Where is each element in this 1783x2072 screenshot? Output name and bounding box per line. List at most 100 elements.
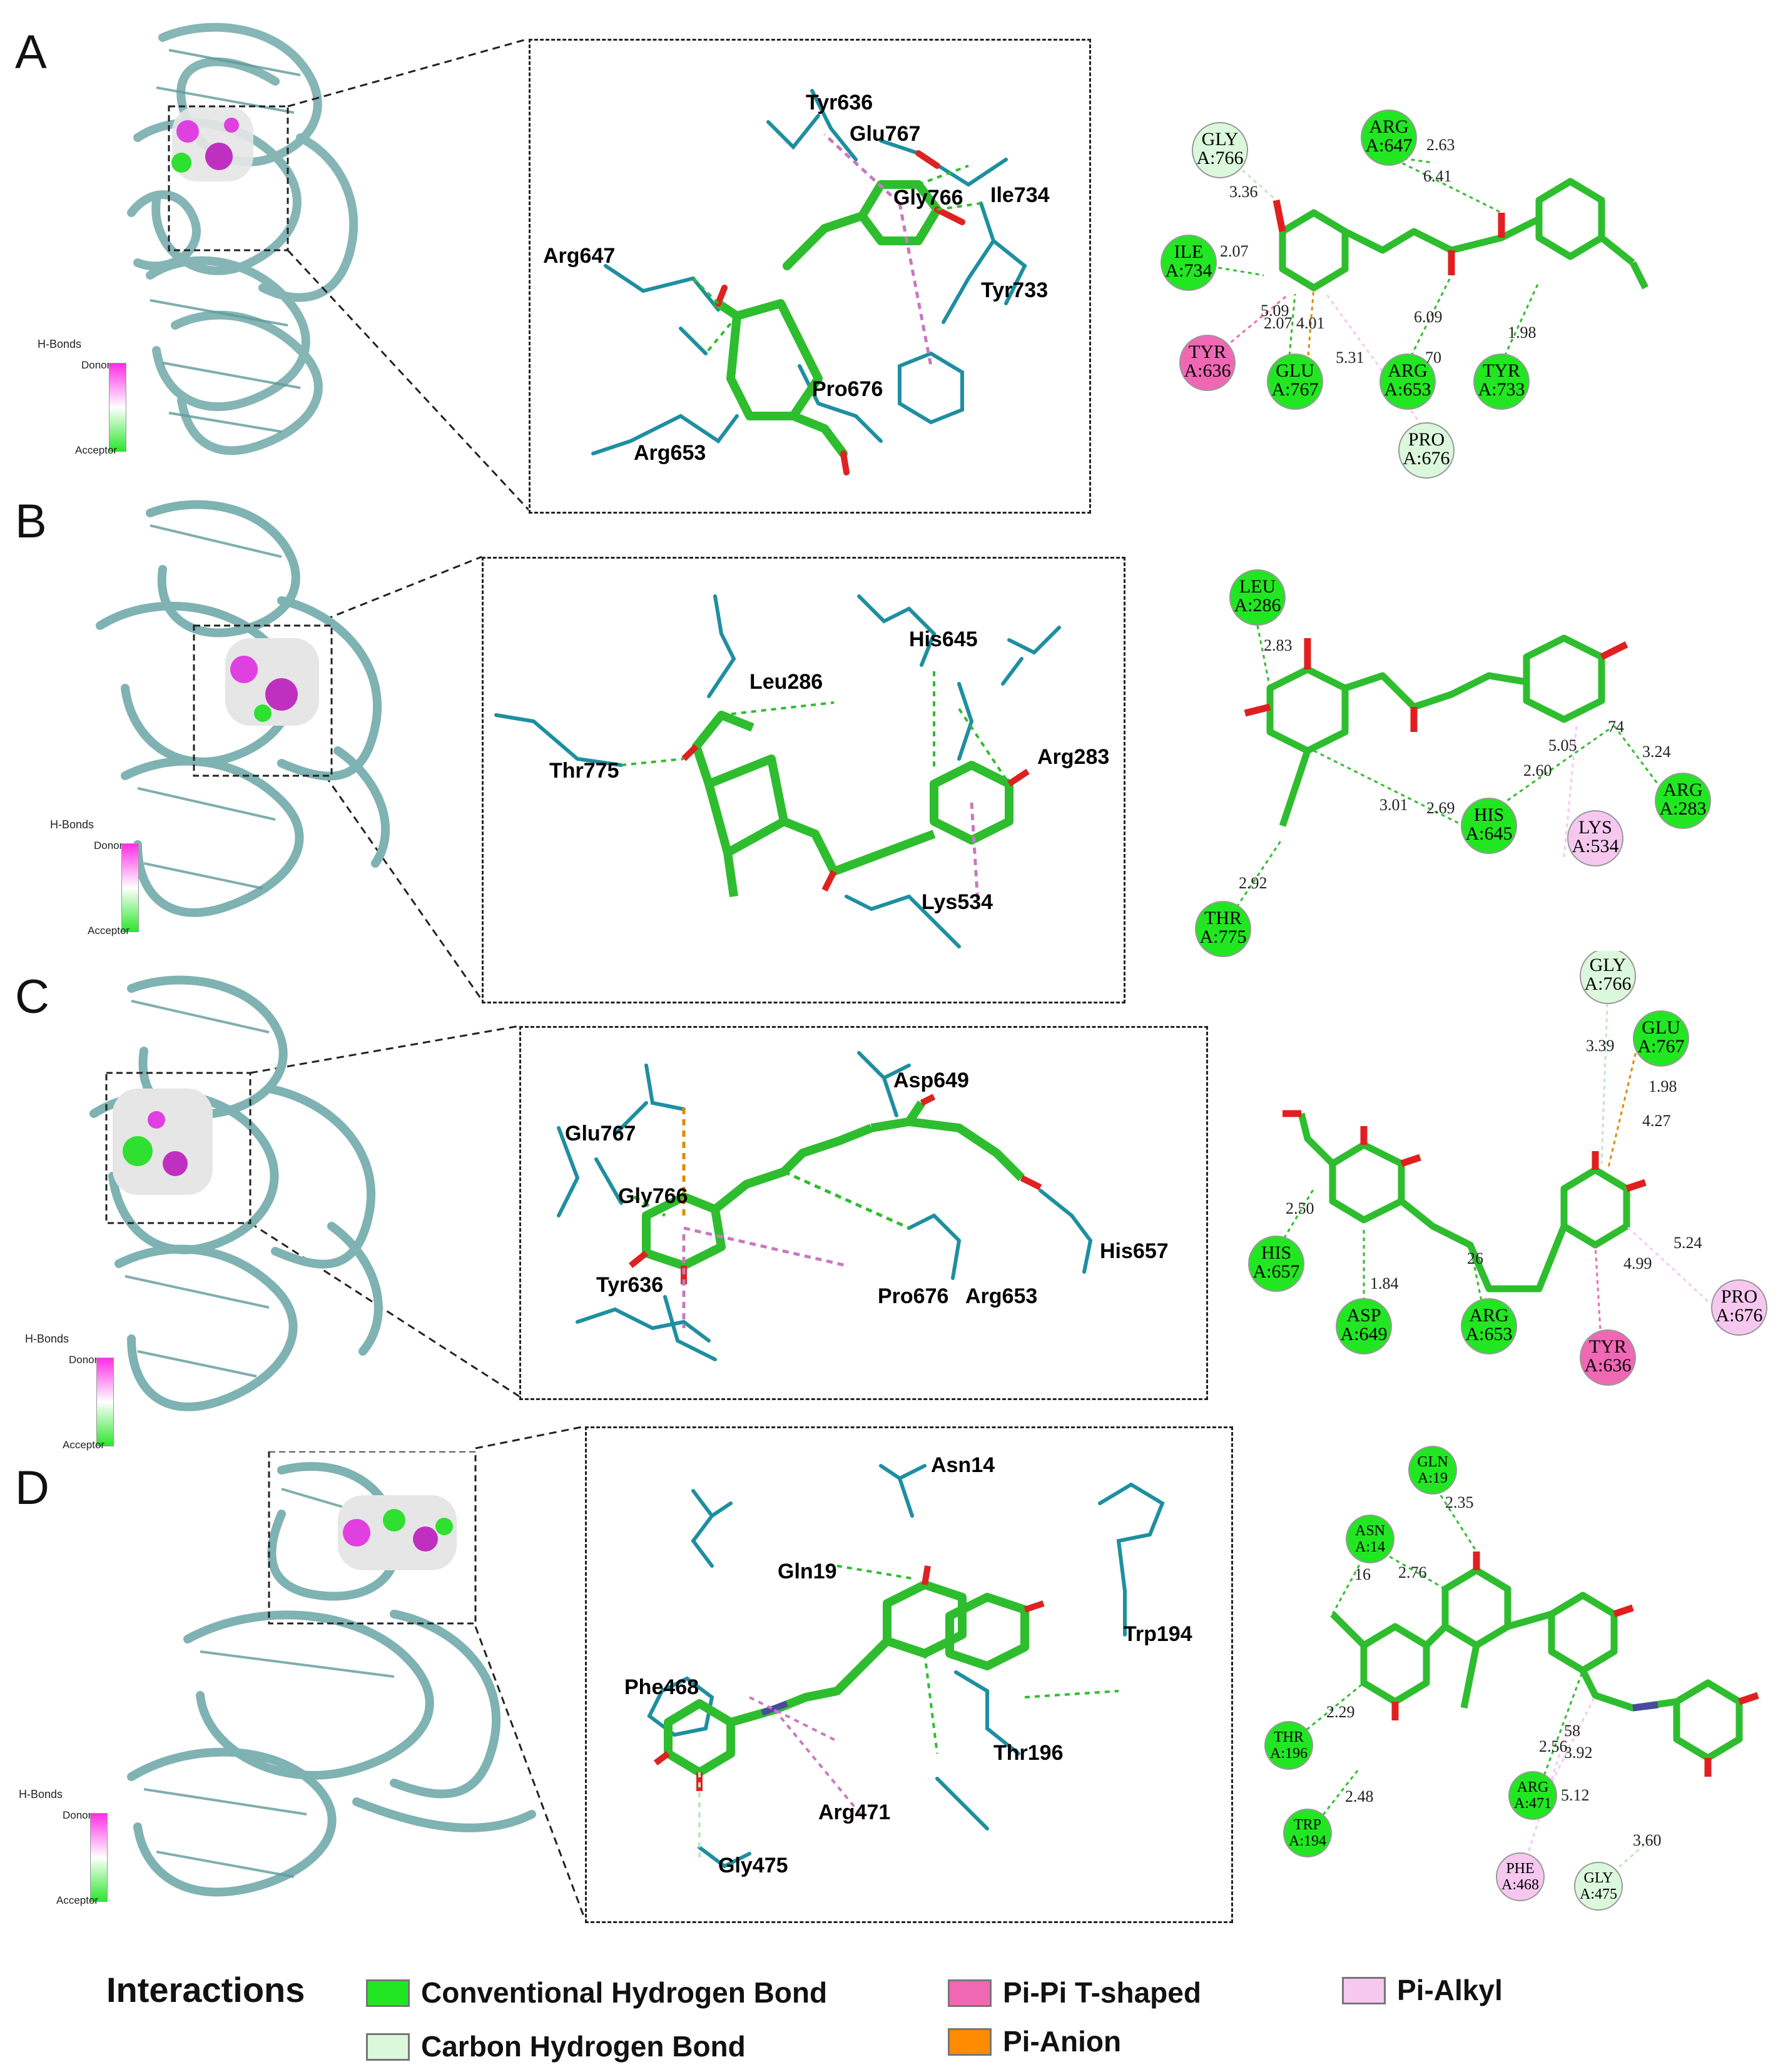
svg-text:A:653: A:653 [1466,1324,1513,1344]
distance-label: 16 [1354,1565,1371,1583]
svg-text:PRO: PRO [1721,1286,1757,1307]
svg-text:A:767: A:767 [1272,379,1319,400]
svg-text:ARG: ARG [1663,780,1702,800]
zoom-label-ile734: Ile734 [990,183,1050,207]
svg-text:A:766: A:766 [1197,148,1244,168]
protein-overview-a [127,23,358,455]
zoom-label-asp649: Asp649 [893,1069,969,1092]
svg-text:PHE: PHE [1506,1861,1534,1877]
hbond-gradient-bar [121,843,139,932]
hbond-acceptor-label: Acceptor [75,444,118,456]
zoom-view-a: Tyr636 Glu767 Gly766 Ile734 Arg647 Tyr73… [529,39,1091,514]
hbond-legend-a: H-Bonds Donor Acceptor [38,338,126,457]
zoom-label-thr196: Thr196 [993,1741,1064,1765]
legend-label: Conventional Hydrogen Bond [421,1976,828,2009]
distance-label: 4.27 [1642,1112,1671,1130]
distance-label: 26 [1467,1249,1483,1267]
svg-text:A:286: A:286 [1234,595,1281,616]
distance-label: 6.09 [1414,308,1443,326]
svg-text:THR: THR [1274,1729,1304,1745]
svg-text:PRO: PRO [1408,429,1445,450]
svg-text:A:734: A:734 [1166,260,1212,281]
zoom-label-asn14: Asn14 [931,1453,995,1477]
zoom-label-gln19: Gln19 [778,1560,836,1583]
zoom-label-arg647: Arg647 [543,244,615,268]
distance-label: 4.99 [1623,1254,1652,1272]
svg-text:ARG: ARG [1517,1779,1549,1795]
zoom-label-arg283: Arg283 [1037,745,1109,769]
interactions-legend: Interactions Conventional Hydrogen Bond … [0,1952,1783,2072]
svg-text:GLN: GLN [1417,1454,1448,1470]
distance-label: 2.63 [1426,136,1455,154]
legend-title: Interactions [106,1970,305,2009]
distance-label: 58 [1564,1722,1580,1740]
hbond-donor-label: Donor [69,1354,98,1366]
zoom-label-gly766: Gly766 [893,186,963,210]
distance-label: 74 [1608,718,1624,736]
hbond-acceptor-label: Acceptor [63,1439,105,1451]
svg-text:A:468: A:468 [1501,1877,1539,1893]
hbond-legend-b: H-Bonds Donor Acceptor [50,818,139,937]
svg-text:A:766: A:766 [1585,973,1632,994]
panel-letter-c: C [15,970,49,1023]
svg-text:A:636: A:636 [1184,360,1231,381]
svg-text:HIS: HIS [1474,805,1504,825]
svg-text:A:636: A:636 [1585,1355,1632,1376]
svg-text:ASN: ASN [1355,1523,1385,1539]
svg-text:A:657: A:657 [1253,1261,1300,1282]
svg-text:GLU: GLU [1276,360,1314,381]
panel-letter-d: D [15,1461,49,1515]
zoom-view-d: Asn14 Gln19 Trp194 Phe468 Thr196 Arg471 … [585,1426,1233,1923]
hbond-acceptor-label: Acceptor [88,925,130,937]
protein-overview-c [89,975,383,1411]
hbond-legend-title: H-Bonds [25,1333,69,1345]
distance-label: 2.69 [1426,799,1455,817]
legend-swatch [366,2033,410,2061]
zoom-label-thr775: Thr775 [549,759,619,783]
zoom-label-gly475: Gly475 [718,1854,788,1877]
distance-label: 1.84 [1370,1274,1399,1292]
distance-label: 6.41 [1423,167,1452,185]
svg-text:A:645: A:645 [1466,823,1513,844]
hbond-legend-title: H-Bonds [50,818,94,831]
distance-label: 5.31 [1336,348,1364,367]
svg-text:ARG: ARG [1369,116,1408,137]
distance-label: 1.98 [1508,323,1537,342]
svg-text:A:775: A:775 [1200,927,1247,947]
hbond-legend-c: H-Bonds Donor Acceptor [25,1333,114,1451]
distance-label: 2.50 [1286,1199,1314,1217]
svg-text:A:14: A:14 [1355,1539,1385,1555]
svg-text:A:534: A:534 [1572,836,1619,856]
distance-label: 3.01 [1379,796,1408,814]
zoom-label-arg653: Arg653 [634,441,706,465]
hbond-donor-label: Donor [94,840,123,851]
zoom-label-trp194: Trp194 [1124,1622,1192,1646]
distance-label: 4.01 [1296,314,1325,332]
svg-text:HIS: HIS [1261,1242,1291,1263]
zoom-view-c: Glu767 Asp649 Gly766 His657 Tyr636 Pro67… [519,1026,1208,1400]
distance-label: 5.05 [1548,736,1577,754]
zoom-label-phe468: Phe468 [624,1675,699,1699]
distance-label: 2.56 [1539,1737,1568,1755]
hbond-acceptor-label: Acceptor [56,1894,99,1906]
svg-text:A:283: A:283 [1660,798,1707,819]
zoom-label-glu767: Glu767 [565,1122,636,1145]
zoom-label-glu767: Glu767 [850,122,920,146]
